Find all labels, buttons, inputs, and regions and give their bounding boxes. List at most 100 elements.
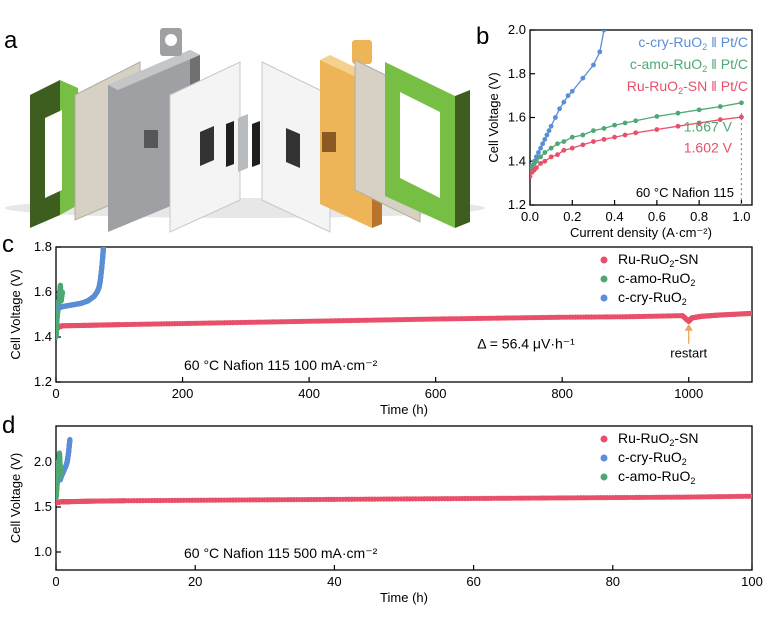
y-tick-label-d: 2.0 [34, 454, 52, 469]
x-tick-label-d: 0 [52, 574, 59, 589]
y-tick-label-b: 1.2 [508, 197, 526, 212]
legend-entry-c-1: c-amo-RuO2 [618, 270, 695, 288]
data-point-b-2 [569, 145, 575, 151]
data-point-b-1 [548, 145, 554, 151]
plot-area-d [56, 436, 752, 506]
data-point-b-1 [561, 139, 567, 144]
series-c-1 [56, 282, 65, 340]
data-point-b-1 [739, 100, 744, 106]
x-tick-label-d: 100 [741, 574, 763, 589]
data-point-b-2 [622, 132, 628, 138]
data-point-c-2 [100, 247, 107, 250]
annotation-green-value: 1.667 V [684, 119, 733, 135]
data-point-b-0 [565, 93, 571, 99]
y-tick-label-d: 1.0 [34, 544, 52, 559]
series-b-0 [530, 30, 607, 173]
data-point-b-1 [633, 118, 639, 124]
data-point-b-0 [597, 49, 603, 55]
x-axis-label-c: Time (h) [380, 402, 428, 417]
legend-marker-c-1 [600, 275, 608, 283]
data-point-b-0 [552, 115, 558, 120]
series-d-2 [56, 450, 64, 501]
x-tick-label-d: 20 [188, 574, 202, 589]
x-tick-label-d: 40 [327, 574, 341, 589]
data-point-b-0 [580, 75, 586, 81]
x-tick-label-b: 0.4 [606, 209, 624, 224]
data-point-b-2 [675, 123, 681, 129]
data-point-b-1 [601, 126, 607, 131]
legend-entry-c-2: c-cry-RuO2 [618, 289, 687, 307]
y-tick-label-b: 1.8 [508, 66, 526, 81]
plot-area-c [56, 247, 752, 340]
data-point-b-1 [569, 134, 575, 140]
data-point-b-2 [612, 134, 617, 140]
data-point-c-1 [59, 289, 65, 295]
x-tick-label-b: 0.0 [521, 209, 539, 224]
data-point-b-2 [696, 120, 702, 126]
data-point-b-2 [548, 154, 554, 160]
legend-entry-d-2: c-amo-RuO2 [618, 468, 695, 486]
annotation-red-value: 1.602 V [684, 140, 733, 156]
data-point-b-1 [654, 114, 660, 119]
series-d-0 [56, 493, 752, 506]
data-point-b-0 [561, 99, 567, 105]
legend-entry-b-1: c-amo-RuO2 ‖ Pt/C [630, 56, 748, 74]
x-tick-label-c: 200 [172, 386, 194, 401]
x-axis-label-b: Current density (A·cm⁻²) [570, 225, 712, 240]
y-axis-label-d: Cell Voltage (V) [8, 453, 23, 543]
annotation-delta-rate: Δ = 56.4 μV·h⁻¹ [477, 335, 575, 351]
data-point-b-0 [548, 123, 554, 129]
data-point-b-0 [557, 106, 562, 112]
series-d-1 [57, 436, 73, 483]
data-point-b-2 [533, 165, 539, 171]
legend-marker-c-0 [600, 256, 608, 264]
x-tick-label-d: 80 [606, 574, 620, 589]
data-point-d-1 [67, 436, 73, 443]
data-point-b-2 [739, 114, 744, 120]
legend-marker-d-1 [600, 454, 608, 462]
x-tick-label-c: 400 [298, 386, 320, 401]
data-point-b-1 [580, 132, 586, 138]
annotation-conditions-b: 60 °C Nafion 115 [636, 185, 734, 200]
series-b-1 [530, 100, 744, 175]
data-point-d-2 [58, 472, 64, 479]
legend-marker-d-0 [600, 435, 608, 443]
panel-c-letter: c [2, 231, 14, 258]
data-point-b-1 [538, 154, 543, 160]
data-point-b-2 [591, 139, 596, 144]
data-point-b-0 [542, 136, 548, 142]
legend-entry-b-2: Ru-RuO2-SN ‖ Pt/C [627, 78, 748, 96]
data-point-b-2 [580, 142, 586, 148]
data-point-b-1 [591, 128, 596, 134]
data-point-b-0 [533, 154, 539, 160]
legend-entry-d-0: Ru-RuO2-SN [618, 430, 699, 448]
data-point-b-0 [601, 30, 607, 33]
series-c-0 [56, 310, 752, 333]
data-point-d-0 [749, 493, 752, 499]
data-point-b-1 [696, 107, 702, 113]
data-point-b-2 [555, 152, 560, 158]
legend-marker-d-2 [600, 473, 608, 481]
data-point-b-1 [555, 141, 560, 147]
x-tick-label-c: 0 [52, 386, 59, 401]
data-point-b-0 [538, 145, 543, 151]
data-point-b-0 [546, 128, 552, 134]
data-point-b-1 [622, 120, 628, 126]
series-line-b-1 [530, 102, 742, 173]
data-point-b-2 [601, 136, 607, 142]
legend-marker-c-2 [600, 294, 608, 302]
y-tick-label-c: 1.2 [34, 374, 52, 389]
series-c-2 [56, 247, 107, 311]
x-tick-label-b: 0.6 [648, 209, 666, 224]
y-tick-label-c: 1.6 [34, 284, 52, 299]
data-point-b-2 [633, 130, 639, 136]
x-axis-label-d: Time (h) [380, 590, 428, 605]
data-point-b-2 [717, 117, 723, 123]
x-tick-label-b: 1.0 [732, 209, 750, 224]
data-point-b-1 [675, 110, 681, 116]
annotation-conditions-d: 60 °C Nafion 115 500 mA·cm⁻² [184, 545, 378, 561]
data-point-c-0 [749, 310, 752, 316]
